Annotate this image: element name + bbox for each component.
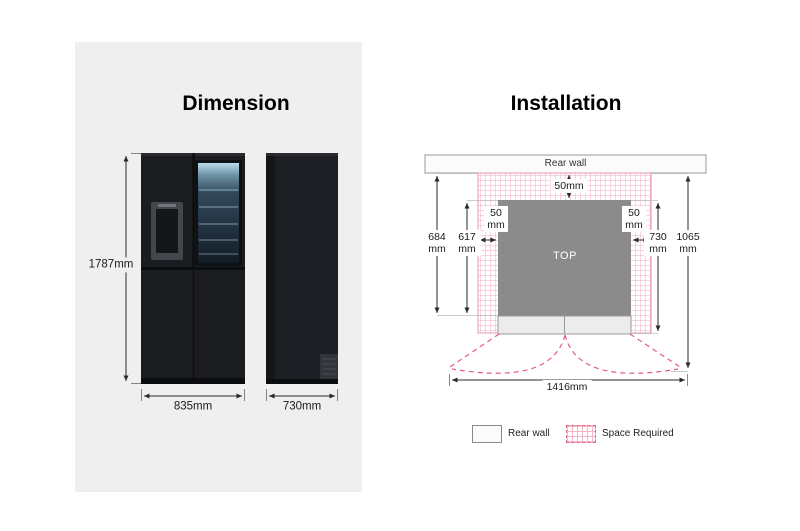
depth-total-label: 1065 mm <box>671 229 705 257</box>
top-view-label: TOP <box>553 250 577 262</box>
legend-space-required-label: Space Required <box>602 428 674 439</box>
rear-wall-label: Rear wall <box>544 158 587 169</box>
depth-with-gap-label: 684 mm <box>422 229 452 257</box>
installation-title: Installation <box>510 92 622 115</box>
legend-rear-wall-swatch <box>472 425 502 443</box>
door-swing-arcs <box>449 333 681 374</box>
height-dimension-label: 1787mm <box>85 257 137 273</box>
water-dispenser <box>151 202 183 260</box>
installation-diagram <box>424 154 707 386</box>
rear-clearance-label: 50mm <box>550 178 588 194</box>
width-dimension-label: 835mm <box>173 400 213 413</box>
left-clearance-label: 50 mm <box>484 205 508 233</box>
legend-rear-wall-label: Rear wall <box>508 428 550 439</box>
depth-dimension-label: 730mm <box>282 400 322 413</box>
extension-lines <box>437 173 688 372</box>
right-clearance-label: 50 mm <box>622 205 646 233</box>
fridge-side-view <box>266 153 338 384</box>
fridge-top-view <box>498 200 631 316</box>
legend-space-required-swatch <box>566 425 596 443</box>
depth-body-label: 617 mm <box>453 229 481 257</box>
instaview-window <box>195 160 242 266</box>
door-band <box>497 315 632 335</box>
depth-with-door-label: 730 mm <box>644 229 672 257</box>
dimension-title: Dimension <box>182 92 290 115</box>
total-width-label: 1416mm <box>542 379 592 395</box>
fridge-front-view <box>141 153 245 384</box>
